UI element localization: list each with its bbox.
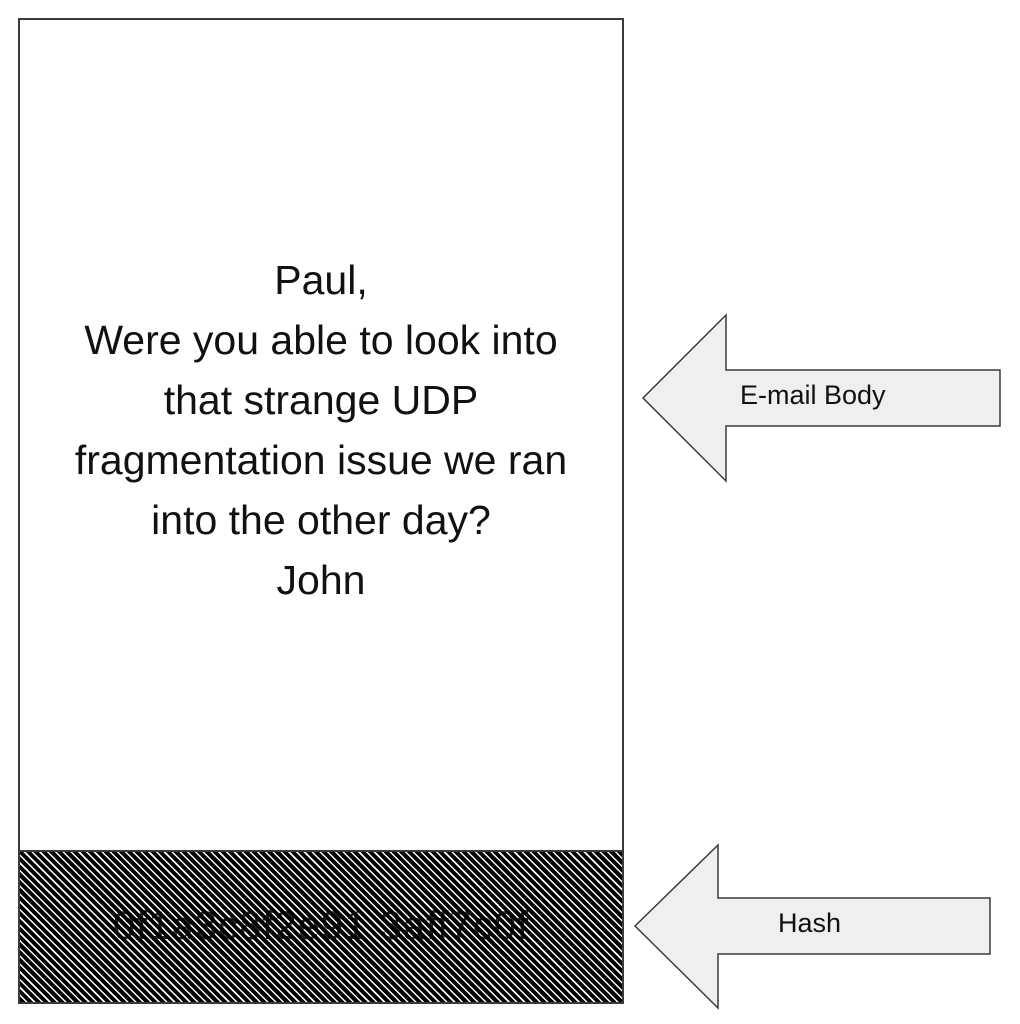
email-body-line: John <box>276 557 366 603</box>
hash-region: 0f1a3c8f2e91 3aff7c0f <box>20 850 622 1002</box>
hash-label: Hash <box>778 908 842 938</box>
email-body-line: Were you able to look into <box>84 317 558 363</box>
left-arrow-shape <box>633 843 991 1010</box>
hash-text: 0f1a3c8f2e91 3aff7c0f <box>112 904 530 948</box>
email-body-line: Paul, <box>274 257 368 303</box>
email-body-region: Paul, Were you able to look into that st… <box>20 20 622 850</box>
email-body-line: fragmentation issue we ran <box>74 437 568 483</box>
email-body-line: into the other day? <box>151 497 491 543</box>
email-message-box: Paul, Were you able to look into that st… <box>18 18 624 1004</box>
email-body-label: E-mail Body <box>740 380 886 410</box>
hash-arrow <box>633 843 991 1010</box>
email-body-text: Paul, Were you able to look into that st… <box>75 250 567 610</box>
email-body-arrow <box>641 313 1001 483</box>
email-body-line: that strange UDP <box>163 377 479 423</box>
left-arrow-shape <box>641 313 1001 483</box>
